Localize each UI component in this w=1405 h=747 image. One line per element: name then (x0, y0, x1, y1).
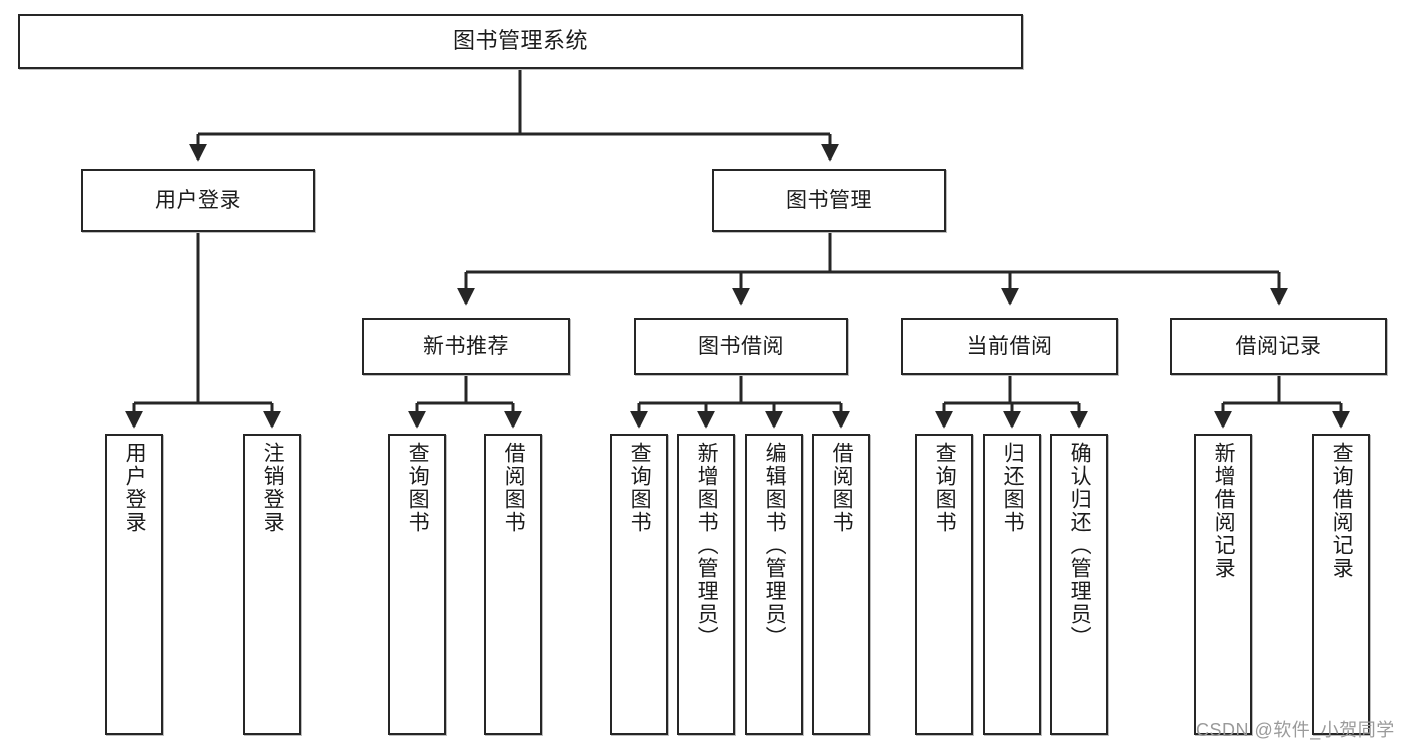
node-current-borrow-label: 当前借阅 (966, 334, 1053, 358)
node-borrow-record[interactable]: 借阅记录 (1170, 318, 1387, 375)
node-new-book-recommend[interactable]: 新书推荐 (362, 318, 570, 375)
node-root-label: 图书管理系统 (452, 28, 588, 54)
leaf-query-book-borrow[interactable]: 查询图书 (610, 434, 668, 735)
leaf-query-book-current[interactable]: 查询图书 (915, 434, 973, 735)
leaf-user-login-label: 用户登录 (123, 442, 147, 534)
node-current-borrow[interactable]: 当前借阅 (901, 318, 1118, 375)
leaf-logout[interactable]: 注销登录 (243, 434, 301, 735)
leaf-add-borrow-record-label: 新增借阅记录 (1212, 442, 1236, 580)
leaf-query-book-recommend-label: 查询图书 (406, 442, 430, 534)
node-borrow-record-label: 借阅记录 (1235, 334, 1322, 358)
leaf-logout-label: 注销登录 (261, 442, 285, 534)
leaf-user-login[interactable]: 用户登录 (105, 434, 163, 735)
node-root[interactable]: 图书管理系统 (18, 14, 1023, 69)
leaf-query-book-current-label: 查询图书 (933, 442, 957, 534)
node-user-login-label: 用户登录 (155, 188, 241, 212)
node-book-management[interactable]: 图书管理 (712, 169, 946, 232)
leaf-query-borrow-record-label: 查询借阅记录 (1330, 442, 1354, 580)
node-user-login[interactable]: 用户登录 (81, 169, 315, 232)
leaf-confirm-return-admin-label: 确认归还（管理员） (1068, 442, 1092, 649)
leaf-add-borrow-record[interactable]: 新增借阅记录 (1194, 434, 1252, 735)
leaf-borrow-book-recommend-label: 借阅图书 (502, 442, 526, 534)
leaf-borrow-book-label: 借阅图书 (830, 442, 854, 534)
leaf-edit-book-admin[interactable]: 编辑图书（管理员） (745, 434, 803, 735)
leaf-return-book[interactable]: 归还图书 (983, 434, 1041, 735)
leaf-borrow-book[interactable]: 借阅图书 (812, 434, 870, 735)
leaf-query-book-borrow-label: 查询图书 (628, 442, 652, 534)
node-book-borrow-label: 图书借阅 (698, 334, 784, 358)
leaf-query-borrow-record[interactable]: 查询借阅记录 (1312, 434, 1370, 735)
node-book-management-label: 图书管理 (786, 188, 872, 212)
leaf-add-book-admin[interactable]: 新增图书（管理员） (677, 434, 735, 735)
leaf-add-book-admin-label: 新增图书（管理员） (695, 442, 719, 649)
leaf-return-book-label: 归还图书 (1001, 442, 1025, 534)
leaf-borrow-book-recommend[interactable]: 借阅图书 (484, 434, 542, 735)
node-book-borrow[interactable]: 图书借阅 (634, 318, 848, 375)
leaf-query-book-recommend[interactable]: 查询图书 (388, 434, 446, 735)
watermark: CSDN @软件_小贺同学 (1196, 720, 1395, 740)
leaf-edit-book-admin-label: 编辑图书（管理员） (763, 442, 787, 649)
leaf-confirm-return-admin[interactable]: 确认归还（管理员） (1050, 434, 1108, 735)
node-new-book-recommend-label: 新书推荐 (423, 334, 509, 358)
